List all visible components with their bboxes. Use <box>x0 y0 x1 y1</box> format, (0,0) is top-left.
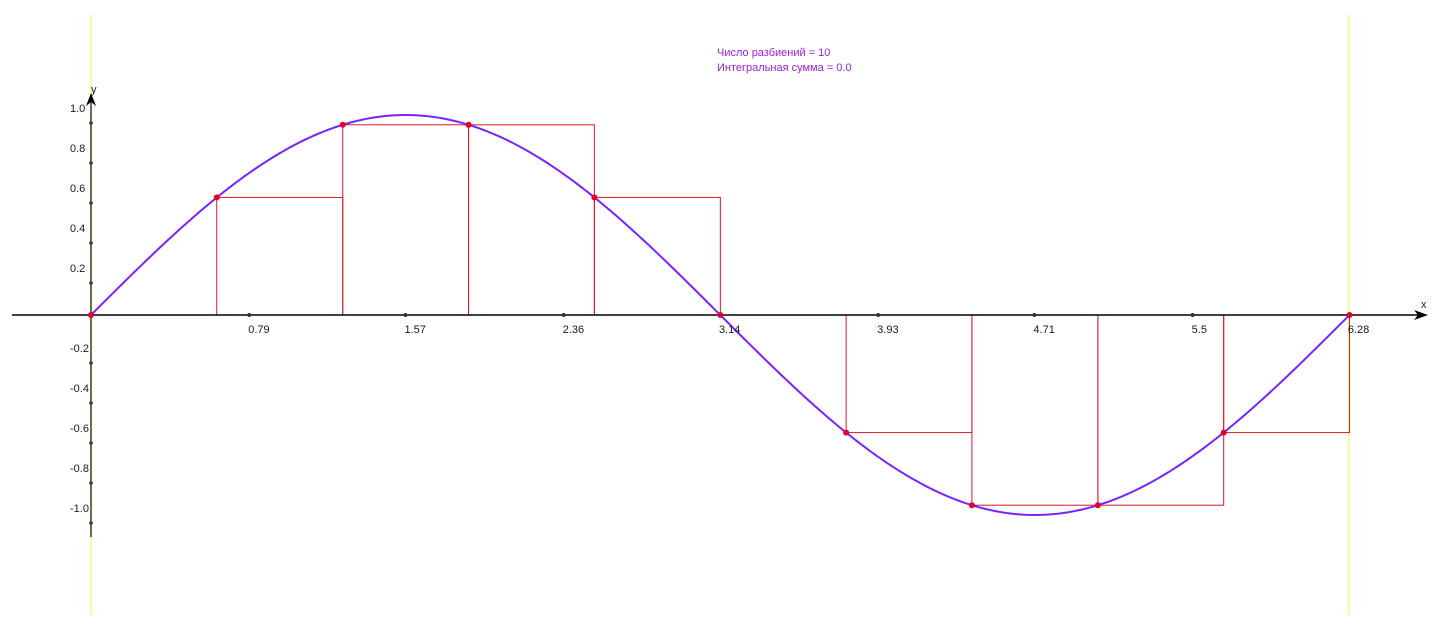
y-tick-label-0: 1.0 <box>70 103 85 115</box>
x-tick-6 <box>1190 313 1195 317</box>
sample-point-8 <box>1094 502 1101 509</box>
y-axis-arrow <box>86 93 96 106</box>
riemann-rect-2 <box>342 124 470 316</box>
x-axis-name: x <box>1421 299 1427 311</box>
x-tick-5 <box>1032 313 1037 317</box>
y-tick-5 <box>89 361 93 365</box>
y-tick-2 <box>89 201 93 205</box>
y-tick-label-2: 0.6 <box>70 183 85 195</box>
info-panel: Число разбиений = 10 Интегральная сумма … <box>717 46 852 76</box>
riemann-rect-1 <box>216 196 344 316</box>
tick-labels: 0.79 1.57 2.36 3.14 3.93 4.71 5.5 6.28 1.0 0.8 0.6… <box>70 103 1369 515</box>
y-tick-label-7: -0.6 <box>70 423 89 435</box>
y-tick-7 <box>89 441 93 445</box>
axes: xy <box>12 84 1428 537</box>
y-tick-label-9: -1.0 <box>70 503 89 515</box>
x-tick-0 <box>247 313 252 317</box>
sample-point-1 <box>213 194 220 201</box>
y-tick-9 <box>89 521 93 525</box>
sample-point-3 <box>465 121 472 128</box>
y-tick-label-1: 0.8 <box>70 143 85 155</box>
riemann-rect-6 <box>845 314 973 434</box>
x-tick-2 <box>561 313 566 317</box>
y-tick-3 <box>89 241 93 245</box>
partitions-count-text: Число разбиений = 10 <box>717 47 831 59</box>
sample-point-10 <box>1346 312 1353 318</box>
y-tick-6 <box>89 401 93 405</box>
y-tick-label-8: -0.8 <box>70 463 89 475</box>
x-tick-label-5: 4.71 <box>1033 324 1054 336</box>
sample-point-7 <box>968 502 975 509</box>
integral-sum-text: Интегральная сумма = 0.0 <box>717 62 852 74</box>
riemann-rect-7 <box>971 314 1099 506</box>
y-tick-label-4: 0.2 <box>70 263 85 275</box>
sample-point-4 <box>591 194 598 201</box>
y-tick-0 <box>89 121 93 125</box>
sample-point-0 <box>88 312 94 318</box>
sample-point-9 <box>1220 429 1227 436</box>
sample-point-6 <box>843 429 850 436</box>
x-tick-label-1: 1.57 <box>404 324 425 336</box>
x-tick-label-3: 3.14 <box>719 324 740 336</box>
y-tick-label-6: -0.4 <box>70 383 89 395</box>
y-tick-1 <box>89 161 93 165</box>
y-tick-label-5: -0.2 <box>70 343 89 355</box>
y-tick-4 <box>89 281 93 285</box>
y-tick-label-3: 0.4 <box>70 223 85 235</box>
x-tick-4 <box>876 313 881 317</box>
y-axis-name: y <box>91 84 97 96</box>
x-tick-1 <box>403 313 408 317</box>
sample-point-2 <box>339 121 346 128</box>
x-tick-label-7: 6.28 <box>1348 324 1369 336</box>
x-axis-arrow <box>1414 310 1428 320</box>
x-tick-label-4: 3.93 <box>877 324 898 336</box>
x-tick-label-2: 2.36 <box>563 324 584 336</box>
x-tick-label-0: 0.79 <box>248 324 269 336</box>
sample-point-5 <box>717 312 724 318</box>
sample-points <box>88 121 1353 509</box>
y-tick-8 <box>89 481 93 485</box>
x-tick-label-6: 5.5 <box>1192 324 1207 336</box>
